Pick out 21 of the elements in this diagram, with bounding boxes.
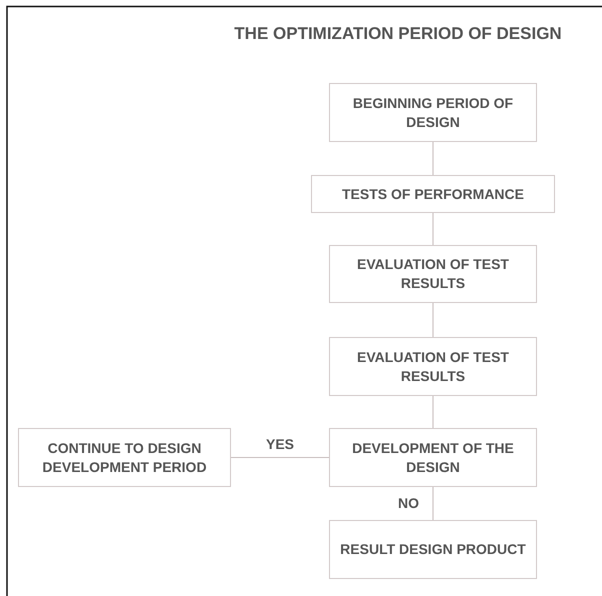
connector-line: [432, 142, 434, 176]
process-box: [18, 428, 231, 487]
process-box: [329, 337, 537, 396]
box-text: TESTS OF PERFORMANCE: [342, 184, 524, 204]
process-box: [311, 175, 555, 213]
process-box: [329, 245, 537, 303]
box-text: DEVELOPMENT OF THE DESIGN: [351, 438, 515, 476]
box-text: RESULT DESIGN PRODUCT: [340, 540, 526, 559]
process-box: [329, 83, 537, 142]
connector-line: [432, 486, 434, 520]
connector-line: [432, 302, 434, 338]
box-text: EVALUATION OF TEST RESULTS: [356, 255, 510, 293]
box-text: EVALUATION OF TEST RESULTS: [356, 348, 510, 386]
box-text: CONTINUE TO DESIGN DEVELOPMENT PERIOD: [41, 438, 208, 476]
process-box: [329, 428, 537, 487]
connector-line: [432, 396, 434, 428]
diagram-title: THE OPTIMIZATION PERIOD OF DESIGN: [233, 24, 563, 44]
connector-line: [432, 212, 434, 246]
process-box: [329, 520, 537, 579]
connector-line: [230, 457, 330, 458]
box-text: BEGINNING PERIOD OF DESIGN: [352, 94, 514, 132]
